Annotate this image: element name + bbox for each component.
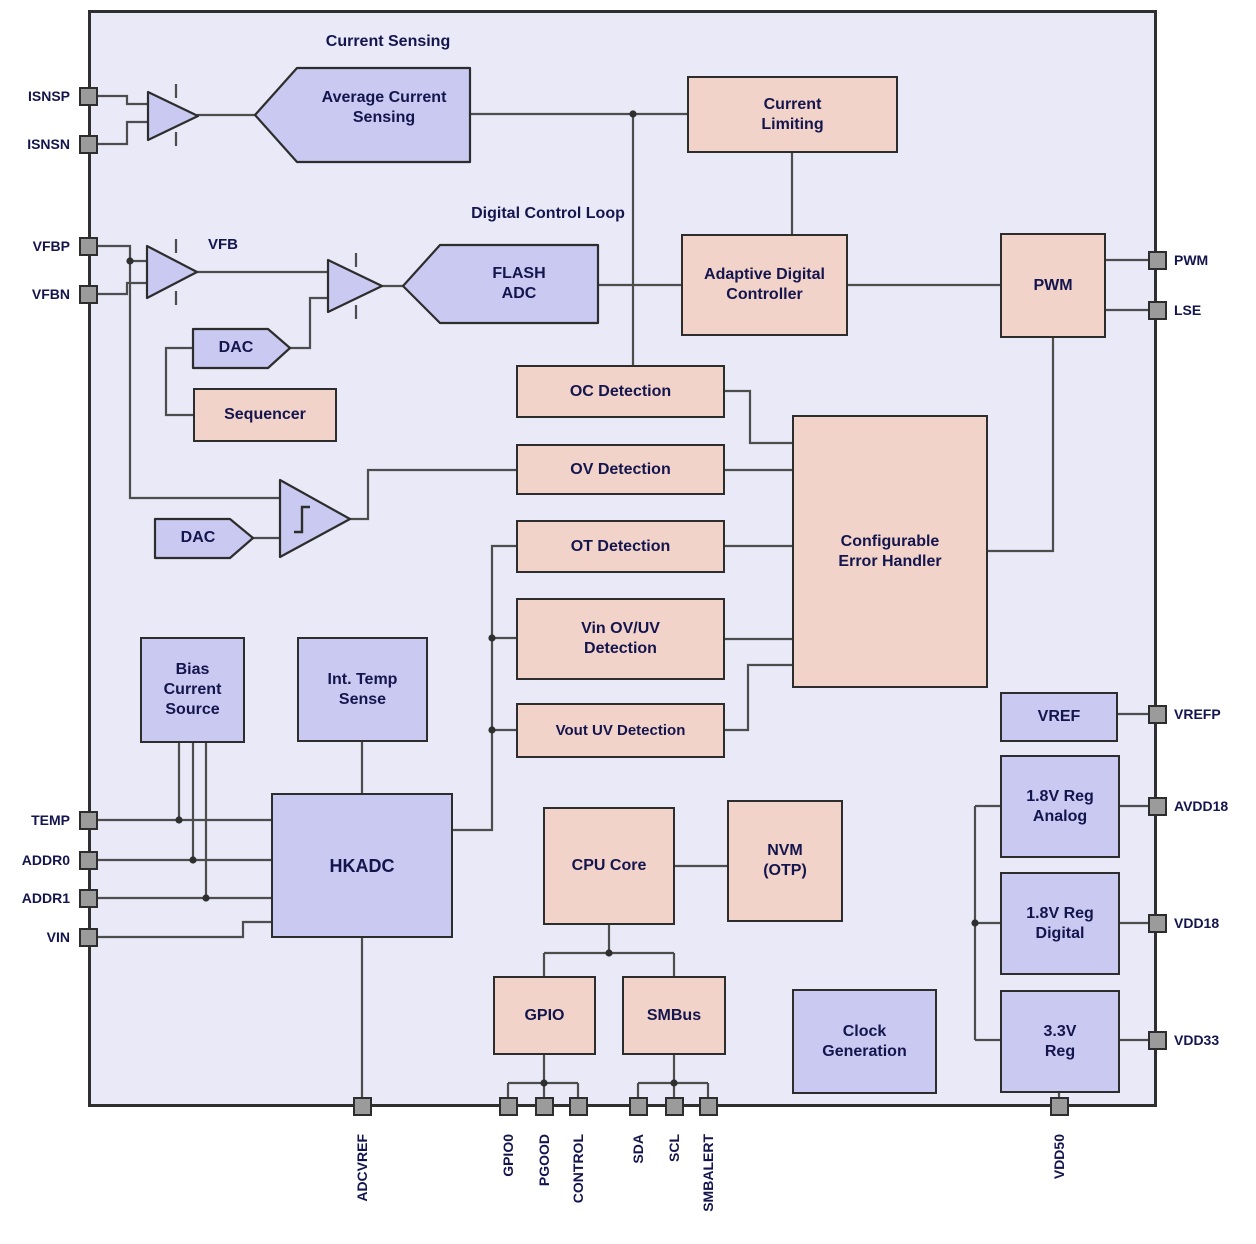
- pin-pad-VIN: [79, 927, 98, 947]
- pin-label-ADCVREF: ADCVREF: [354, 1134, 370, 1202]
- pin-label-SCL: SCL: [666, 1134, 682, 1162]
- dac-loop-shape: [191, 327, 292, 370]
- pin-pad-ADDR0: [79, 850, 98, 870]
- dac-ov-shape: [153, 517, 255, 560]
- block-oc-detection: OC Detection: [516, 365, 725, 418]
- block-configurable-error-handler: Configurable Error Handler: [792, 415, 988, 688]
- block-vref: VREF: [1000, 692, 1118, 742]
- block-smbus: SMBus: [622, 976, 726, 1055]
- pin-pad-GPIO0: [498, 1097, 518, 1116]
- pin-pad-CONTROL: [568, 1097, 588, 1116]
- vfb-amp-icon: [145, 244, 199, 300]
- pin-pad-SDA: [628, 1097, 648, 1116]
- pin-pad-ISNSN: [79, 134, 98, 154]
- pin-pad-VFBP: [79, 236, 98, 256]
- pin-pad-VDD18: [1148, 913, 1167, 933]
- pin-label-VDD50: VDD50: [1051, 1134, 1067, 1180]
- block-bias-current-source: Bias Current Source: [140, 637, 245, 743]
- pin-pad-ISNSP: [79, 86, 98, 106]
- pin-label-LSE: LSE: [1174, 302, 1202, 318]
- block-vout-uv-detection: Vout UV Detection: [516, 703, 725, 758]
- pin-pad-SCL: [664, 1097, 684, 1116]
- block-flash-adc-label: FLASH ADC: [492, 265, 546, 302]
- pin-pad-TEMP: [79, 810, 98, 830]
- pin-label-VIN: VIN: [46, 929, 70, 945]
- pin-label-ADDR0: ADDR0: [21, 852, 70, 868]
- pin-label-ADDR1: ADDR1: [21, 890, 70, 906]
- block-dac-loop-label: DAC: [218, 339, 254, 356]
- flash-adc-shape: [401, 243, 600, 325]
- pin-pad-VREFP: [1148, 704, 1167, 724]
- pin-label-ISNSP: ISNSP: [27, 88, 70, 104]
- pin-pad-VDD50: [1049, 1097, 1069, 1116]
- block-clock-generation: Clock Generation: [792, 989, 937, 1094]
- pin-label-SDA: SDA: [630, 1134, 646, 1164]
- pin-pad-VDD33: [1148, 1030, 1167, 1050]
- pin-pad-LSE: [1148, 300, 1167, 320]
- title-current-sensing: Current Sensing: [325, 33, 451, 50]
- pin-pad-AVDD18: [1148, 796, 1167, 816]
- pin-label-ISNSN: ISNSN: [27, 136, 70, 152]
- pin-label-VREFP: VREFP: [1174, 706, 1221, 722]
- pin-label-GPIO0: GPIO0: [500, 1134, 516, 1177]
- pin-label-VFBP: VFBP: [32, 238, 70, 254]
- pin-label-CONTROL: CONTROL: [570, 1134, 586, 1204]
- block-ov-detection: OV Detection: [516, 444, 725, 495]
- pin-label-VDD33: VDD33: [1174, 1032, 1220, 1048]
- block-avg-current-sensing-label: Average Current Sensing: [321, 89, 447, 126]
- pin-label-AVDD18: AVDD18: [1174, 798, 1229, 814]
- block-vin-ovuv-detection: Vin OV/UV Detection: [516, 598, 725, 680]
- current-sense-amp-icon: [146, 90, 200, 142]
- block-current-limiting: Current Limiting: [687, 76, 898, 153]
- block-hkadc: HKADC: [271, 793, 453, 938]
- block-nvm: NVM (OTP): [727, 800, 843, 922]
- hysteresis-comparator-icon: [278, 478, 352, 559]
- block-int-temp-sense: Int. Temp Sense: [297, 637, 428, 742]
- block-18v-reg-digital: 1.8V Reg Digital: [1000, 872, 1120, 975]
- pin-label-TEMP: TEMP: [31, 812, 70, 828]
- block-sequencer: Sequencer: [193, 388, 337, 442]
- block-gpio: GPIO: [493, 976, 596, 1055]
- pin-pad-PWM: [1148, 250, 1167, 270]
- pin-label-PWM: PWM: [1174, 252, 1209, 268]
- pin-label-VFBN: VFBN: [31, 286, 70, 302]
- block-33v-reg: 3.3V Reg: [1000, 990, 1120, 1093]
- pin-pad-SMBALERT: [698, 1097, 718, 1116]
- block-adaptive-digital-controller: Adaptive Digital Controller: [681, 234, 848, 336]
- pin-pad-ADDR1: [79, 888, 98, 908]
- title-digital-control-loop: Digital Control Loop: [471, 205, 625, 222]
- pin-label-VDD18: VDD18: [1174, 915, 1220, 931]
- summing-amp-icon: [326, 258, 384, 314]
- hysteresis-symbol-icon: [294, 505, 310, 534]
- wires: [98, 84, 1148, 1100]
- pin-pad-ADCVREF: [352, 1097, 372, 1116]
- pin-pad-VFBN: [79, 284, 98, 304]
- pin-label-PGOOD: PGOOD: [536, 1134, 552, 1187]
- pin-label-SMBALERT: SMBALERT: [700, 1134, 716, 1212]
- block-dac-ov-label: DAC: [180, 529, 216, 546]
- block-18v-reg-analog: 1.8V Reg Analog: [1000, 755, 1120, 858]
- block-pwm: PWM: [1000, 233, 1106, 338]
- block-cpu-core: CPU Core: [543, 807, 675, 925]
- label-vfb: VFB: [208, 236, 238, 253]
- avg-current-sensing-shape: [253, 66, 472, 164]
- block-ot-detection: OT Detection: [516, 520, 725, 573]
- pin-pad-PGOOD: [534, 1097, 554, 1116]
